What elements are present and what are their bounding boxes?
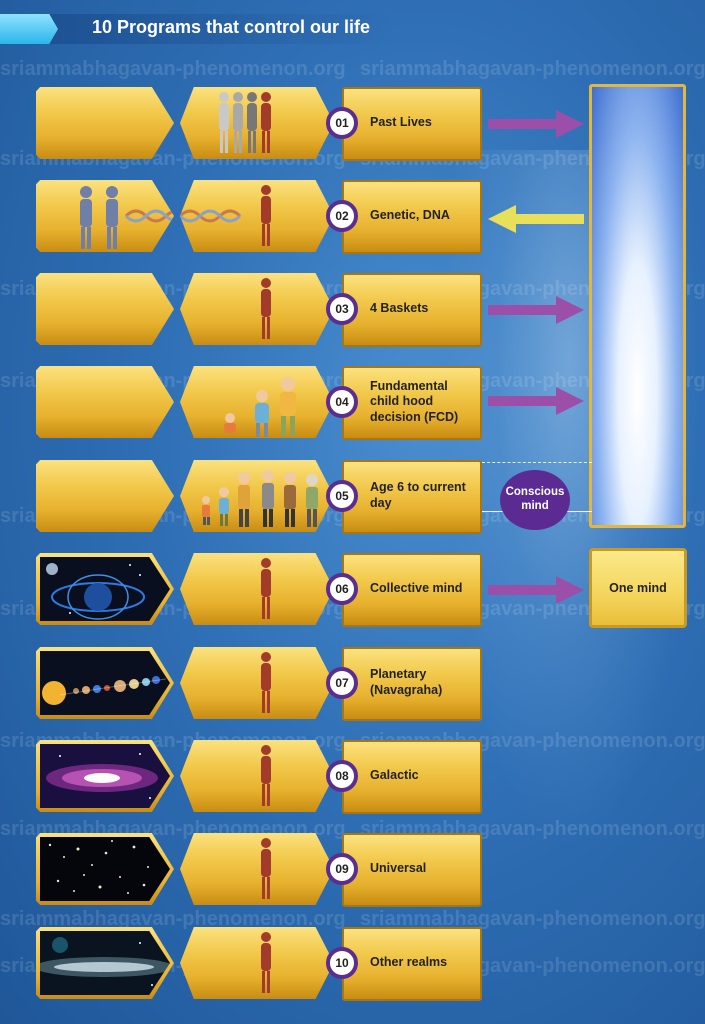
- age-progression-icon: [202, 470, 318, 527]
- program-number: 08: [326, 760, 358, 792]
- body-figure-icon: [261, 558, 271, 619]
- program-label-box: [342, 273, 482, 347]
- program-row-3: 03 4 Baskets: [0, 270, 705, 348]
- program-label-box: [342, 740, 482, 814]
- program-figure-box: [180, 366, 334, 438]
- body-figure-icon: [261, 652, 271, 713]
- program-figure-box: [180, 273, 334, 345]
- body-figure-icon: [261, 838, 271, 899]
- header-bar: [0, 14, 390, 44]
- program-figure-box: [180, 740, 334, 812]
- arrow-right-icon: [488, 110, 584, 138]
- program-number: 01: [326, 107, 358, 139]
- program-row-8: 08 Galactic: [0, 737, 705, 815]
- one-mind-box: One mind: [589, 548, 687, 628]
- program-label-box: [342, 460, 482, 534]
- program-number: 05: [326, 480, 358, 512]
- star-field-icon: [48, 840, 149, 894]
- program-image-box: [36, 87, 174, 159]
- earth-orbit-image: [40, 557, 170, 621]
- conscious-boundary-top: [482, 462, 592, 463]
- program-row-5: 05 Age 6 to current day: [0, 457, 705, 535]
- program-label: Universal: [370, 861, 427, 876]
- solar-system-icon: [42, 676, 167, 705]
- program-image-box: [36, 366, 174, 438]
- program-label: Genetic, DNA: [370, 208, 450, 223]
- program-label: Age 6 to current day: [370, 480, 466, 510]
- body-figure-icon: [261, 278, 271, 339]
- program-row-10: 10 Other realms: [0, 924, 705, 1002]
- program-row-1: 01 Past Lives: [0, 84, 705, 162]
- header-accent: [0, 14, 58, 44]
- program-number: 09: [326, 853, 358, 885]
- galaxy-image: [40, 744, 170, 808]
- solar-system-image: [40, 651, 170, 715]
- program-label-box: [342, 647, 482, 721]
- program-figure-box: [180, 180, 334, 252]
- universe-image: [40, 837, 170, 901]
- program-image-box: [36, 273, 174, 345]
- watermark: sriammabhagavan-phenomenon.org: [0, 58, 346, 80]
- arrow-right-icon: [488, 387, 584, 415]
- program-figure-box: [180, 647, 334, 719]
- dna-parents-icon: [80, 186, 174, 249]
- program-label: Past Lives: [370, 115, 432, 130]
- program-image-box: [36, 460, 174, 532]
- light-column: [589, 84, 686, 528]
- program-number: 03: [326, 293, 358, 325]
- program-label: Planetary (Navagraha): [370, 667, 443, 697]
- program-figure-box: [180, 833, 334, 905]
- program-number: 02: [326, 200, 358, 232]
- program-label-box: [342, 553, 482, 627]
- program-figure-box: [180, 87, 334, 159]
- body-figure-icon: [261, 745, 271, 806]
- program-number: 06: [326, 573, 358, 605]
- body-figure-icon: [261, 932, 271, 993]
- program-row-9: 09 Universal: [0, 830, 705, 908]
- program-number: 07: [326, 667, 358, 699]
- watermark: sriammabhagavan-phenomenon.org: [360, 58, 705, 80]
- program-row-4: 04 Fundamental child hood decision (FCD): [0, 363, 705, 441]
- program-label-box: [342, 366, 482, 440]
- program-label: Galactic: [370, 768, 419, 783]
- program-row-7: 07 Planetary (Navagraha): [0, 644, 705, 722]
- program-figure-box: [180, 460, 334, 532]
- program-label: Collective mind: [370, 581, 463, 596]
- conscious-mind-circle: Conscious mind: [500, 470, 570, 530]
- program-number: 10: [326, 947, 358, 979]
- family-children-icon: [224, 377, 296, 437]
- program-figure-box: [180, 927, 334, 999]
- program-label-box: [342, 180, 482, 254]
- program-label: Fundamental child hood decision (FCD): [370, 378, 459, 424]
- body-figure-icon: [180, 185, 271, 246]
- arrow-left-icon: [488, 205, 584, 233]
- program-number: 04: [326, 386, 358, 418]
- arrow-right-icon: [488, 296, 584, 324]
- program-label-box: [342, 87, 482, 161]
- program-figure-box: [180, 553, 334, 625]
- earth-orbit-icon: [46, 563, 145, 620]
- program-row-6: 06 Collective mind: [0, 550, 705, 628]
- arrow-right-icon: [488, 576, 584, 604]
- past-lives-figures-icon: [219, 92, 271, 153]
- program-label: Other realms: [370, 955, 448, 970]
- other-realms-image: [40, 931, 170, 995]
- program-row-2: 02 Genetic, DNA: [0, 177, 705, 255]
- page-title: 10 Programs that control our life: [92, 17, 371, 37]
- milky-way-icon: [40, 937, 170, 986]
- galaxy-icon: [46, 753, 158, 799]
- program-label: 4 Baskets: [370, 301, 429, 316]
- program-image-box: [36, 180, 174, 252]
